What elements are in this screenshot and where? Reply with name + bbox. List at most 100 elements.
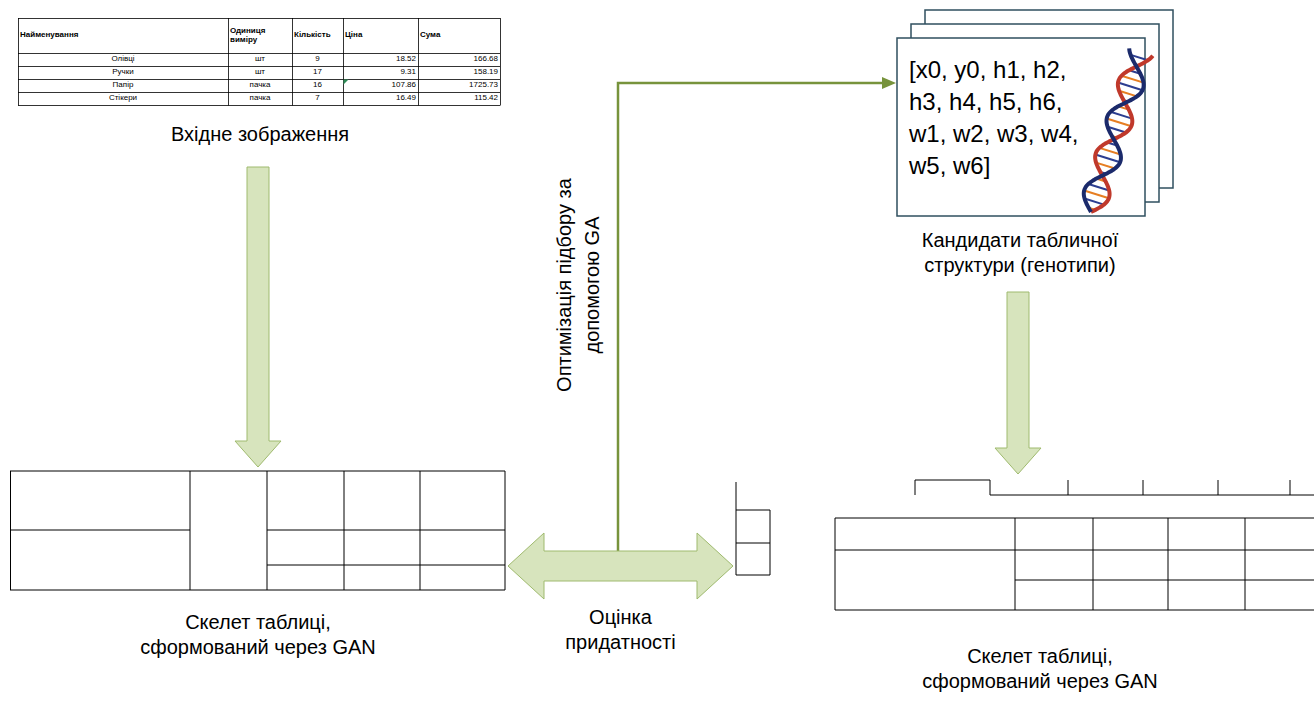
table-cell: шт bbox=[230, 53, 290, 66]
node-caption: Вхідне зображення bbox=[18, 122, 502, 147]
skeleton-line bbox=[736, 482, 737, 575]
grid-line bbox=[292, 18, 293, 106]
table-cell: 1725.73 bbox=[420, 79, 498, 92]
grid-line bbox=[228, 18, 229, 106]
skeleton-line bbox=[835, 518, 836, 610]
vertical-label: Оптимізація підбору за допомогою GA bbox=[550, 160, 606, 410]
table-cell: Ручки bbox=[20, 66, 226, 79]
table-cell-text: Стікери bbox=[109, 94, 137, 102]
skeleton-line bbox=[1068, 480, 1069, 495]
table-header: Найменування bbox=[20, 31, 78, 39]
table-cell: 158.19 bbox=[420, 66, 498, 79]
table-cell-text: пачка bbox=[250, 94, 271, 102]
text-slot: Оцінка придатності bbox=[546, 605, 696, 655]
table-cell-text: Папір bbox=[113, 81, 134, 89]
edge-label: Оцінка придатності bbox=[546, 605, 696, 655]
skeleton-line bbox=[267, 530, 505, 531]
table-cell-text: 107.86 bbox=[392, 81, 416, 89]
node-caption: Скелет таблиці, сформований через GAN bbox=[910, 644, 1170, 694]
node-caption: Скелет таблиці, сформований через GAN bbox=[128, 610, 388, 660]
skeleton-line bbox=[1168, 518, 1169, 610]
double-block-arrow bbox=[508, 533, 733, 599]
table-cell-text: 9 bbox=[315, 55, 319, 63]
grid-line bbox=[18, 66, 500, 67]
table-cell: шт bbox=[230, 66, 290, 79]
grid-line bbox=[343, 18, 344, 106]
dna-strand bbox=[1084, 48, 1144, 212]
table-cell: 18.52 bbox=[345, 53, 416, 66]
table-cell: Олівці bbox=[20, 53, 226, 66]
skeleton-line bbox=[835, 550, 1314, 551]
grid-line bbox=[18, 92, 500, 93]
table-skeleton: Скелет таблиці, сформований через GAN bbox=[735, 478, 1310, 694]
table-header: Кількість bbox=[294, 31, 331, 39]
dna-rung bbox=[1084, 191, 1109, 199]
table-cell-text: 9.31 bbox=[400, 68, 416, 76]
table-cell: Одиниця виміру bbox=[230, 18, 290, 53]
skeleton-grid bbox=[10, 470, 506, 592]
table-cell: пачка bbox=[230, 79, 290, 92]
table-header: Ціна bbox=[345, 31, 362, 39]
table-cell: 17 bbox=[294, 66, 341, 79]
skeleton-line bbox=[736, 510, 770, 511]
feedback-arrowhead bbox=[882, 77, 896, 89]
grid-line bbox=[18, 79, 500, 80]
table-cell-text: 166.68 bbox=[474, 55, 498, 63]
table-cell-text: 7 bbox=[315, 94, 319, 102]
table-cell: Ціна bbox=[345, 18, 416, 53]
genotype-cards: [x0, y0, h1, h2, h3, h4, h5, h6, w1, w2,… bbox=[895, 8, 1173, 278]
table-cell: 7 bbox=[294, 92, 341, 105]
skeleton-grid bbox=[735, 478, 1314, 613]
dna-rung bbox=[1107, 119, 1132, 127]
skeleton-line bbox=[736, 543, 770, 544]
dna-rung bbox=[1118, 83, 1143, 91]
grid-line bbox=[500, 18, 501, 106]
table-cell-text: Ручки bbox=[112, 68, 133, 76]
text-slot: Кандидати табличної структури (генотипи) bbox=[895, 228, 1145, 278]
skeleton-line bbox=[1015, 580, 1314, 581]
skeleton-line bbox=[990, 480, 991, 495]
table-cell: 115.42 bbox=[420, 92, 498, 105]
table-cell-text: 115.42 bbox=[474, 94, 498, 102]
table-skeleton: Скелет таблиці, сформований через GAN bbox=[10, 470, 506, 660]
table-cell-text: 16 bbox=[313, 81, 322, 89]
table-cell-text: 17 bbox=[313, 68, 322, 76]
table-cell-text: пачка bbox=[250, 81, 271, 89]
table-cell: 16 bbox=[294, 79, 341, 92]
text-slot: Вхідне зображення bbox=[18, 122, 502, 147]
skeleton-line bbox=[1093, 518, 1094, 610]
text-slot: Оптимізація підбору за допомогою GA bbox=[550, 160, 606, 410]
skeleton-line bbox=[770, 510, 771, 575]
table-cell-text: 16.49 bbox=[396, 94, 416, 102]
table-cell: Стікери bbox=[20, 92, 226, 105]
feedback-line bbox=[618, 83, 882, 551]
cell-marker bbox=[344, 80, 349, 85]
skeleton-line bbox=[1218, 480, 1219, 495]
grid-line bbox=[18, 53, 500, 54]
skeleton-line bbox=[915, 480, 916, 495]
skeleton-line bbox=[267, 565, 505, 566]
table-cell-text: шт bbox=[255, 68, 265, 76]
table-cell: 9 bbox=[294, 53, 341, 66]
grid-line bbox=[18, 18, 19, 106]
table-cell: Кількість bbox=[294, 18, 341, 53]
table-cell: 166.68 bbox=[420, 53, 498, 66]
genotype-vector: [x0, y0, h1, h2, h3, h4, h5, h6, w1, w2,… bbox=[909, 54, 1079, 182]
skeleton-line bbox=[990, 495, 1314, 496]
table-cell-text: 18.52 bbox=[396, 55, 416, 63]
input-image: Вхідне зображення Найменування Одиниця вим… bbox=[18, 18, 502, 147]
table-cell: 107.86 bbox=[345, 79, 416, 92]
node-caption: Кандидати табличної структури (генотипи) bbox=[895, 228, 1145, 278]
table-cell-text: 1725.73 bbox=[469, 81, 498, 89]
table-cell: пачка bbox=[230, 92, 290, 105]
skeleton-line bbox=[1015, 518, 1016, 610]
skeleton-line bbox=[1143, 480, 1144, 495]
skeleton-line bbox=[1290, 480, 1291, 495]
skeleton-line bbox=[835, 610, 1314, 611]
skeleton-line bbox=[10, 471, 505, 472]
skeleton-line bbox=[1245, 518, 1246, 610]
skeleton-line bbox=[10, 590, 505, 591]
text-slot: Скелет таблиці, сформований через GAN bbox=[128, 610, 388, 660]
grid-line bbox=[18, 105, 500, 106]
